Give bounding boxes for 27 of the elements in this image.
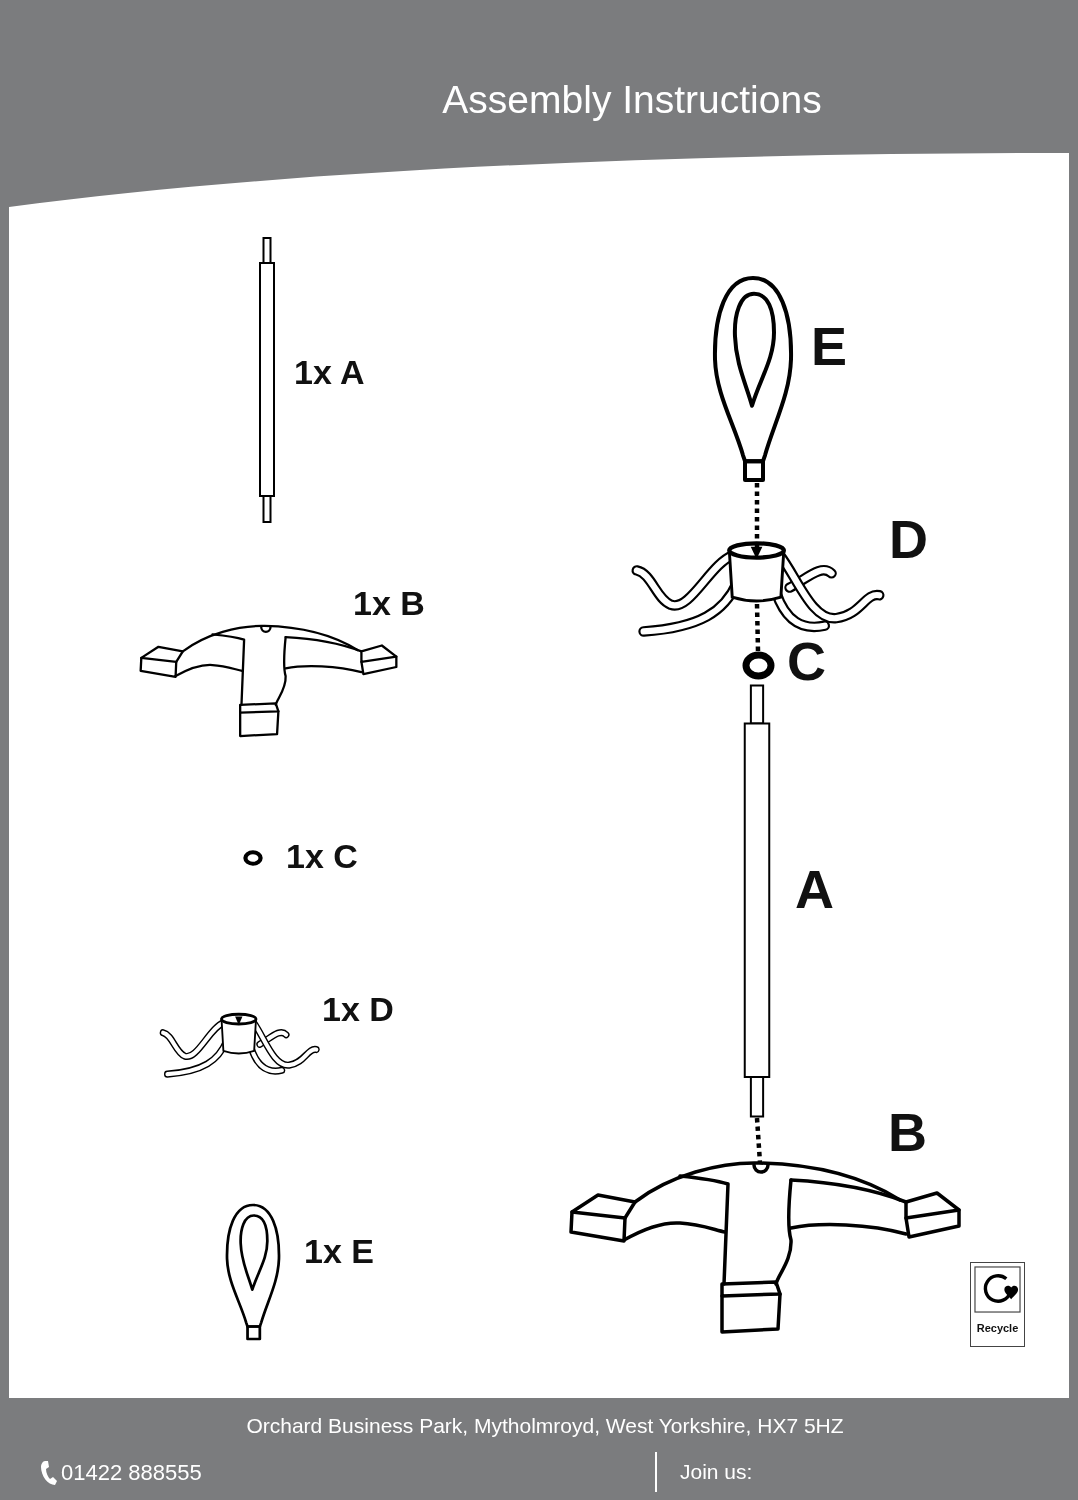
pole-drawing (259, 237, 275, 523)
phone-number: 01422 888555 (61, 1462, 202, 1484)
dotted-line (754, 603, 761, 652)
address-text: Orchard Business Park, Mytholmroyd, West Yorkshire, HX7 5HZ (246, 1415, 844, 1436)
part-letter: C (787, 634, 826, 688)
part-letter: D (889, 512, 928, 566)
hook-ring-drawing (632, 540, 885, 640)
part-letter: A (795, 862, 834, 916)
base-drawing (570, 1160, 960, 1335)
part-quantity-label: 1x E (304, 1234, 374, 1268)
join-us-text: Join us: (680, 1461, 753, 1482)
title: Assembly Instructions (442, 80, 822, 119)
part-quantity-label: 1x D (322, 992, 394, 1026)
finial-drawing (225, 1203, 281, 1341)
base-drawing (140, 624, 397, 738)
hook-ring-drawing (160, 1012, 320, 1080)
part-quantity-label: 1x B (353, 586, 425, 620)
recycle-text: Recycle (976, 1323, 1019, 1334)
washer-drawing (742, 651, 775, 680)
pole-drawing (743, 684, 771, 1118)
washer-drawing (243, 850, 263, 866)
dotted-line (754, 483, 760, 547)
part-letter: B (888, 1105, 927, 1159)
part-quantity-label: 1x C (286, 839, 358, 873)
finial-drawing (712, 275, 794, 483)
part-quantity-label: 1x A (294, 355, 365, 389)
part-letter: E (811, 319, 848, 373)
